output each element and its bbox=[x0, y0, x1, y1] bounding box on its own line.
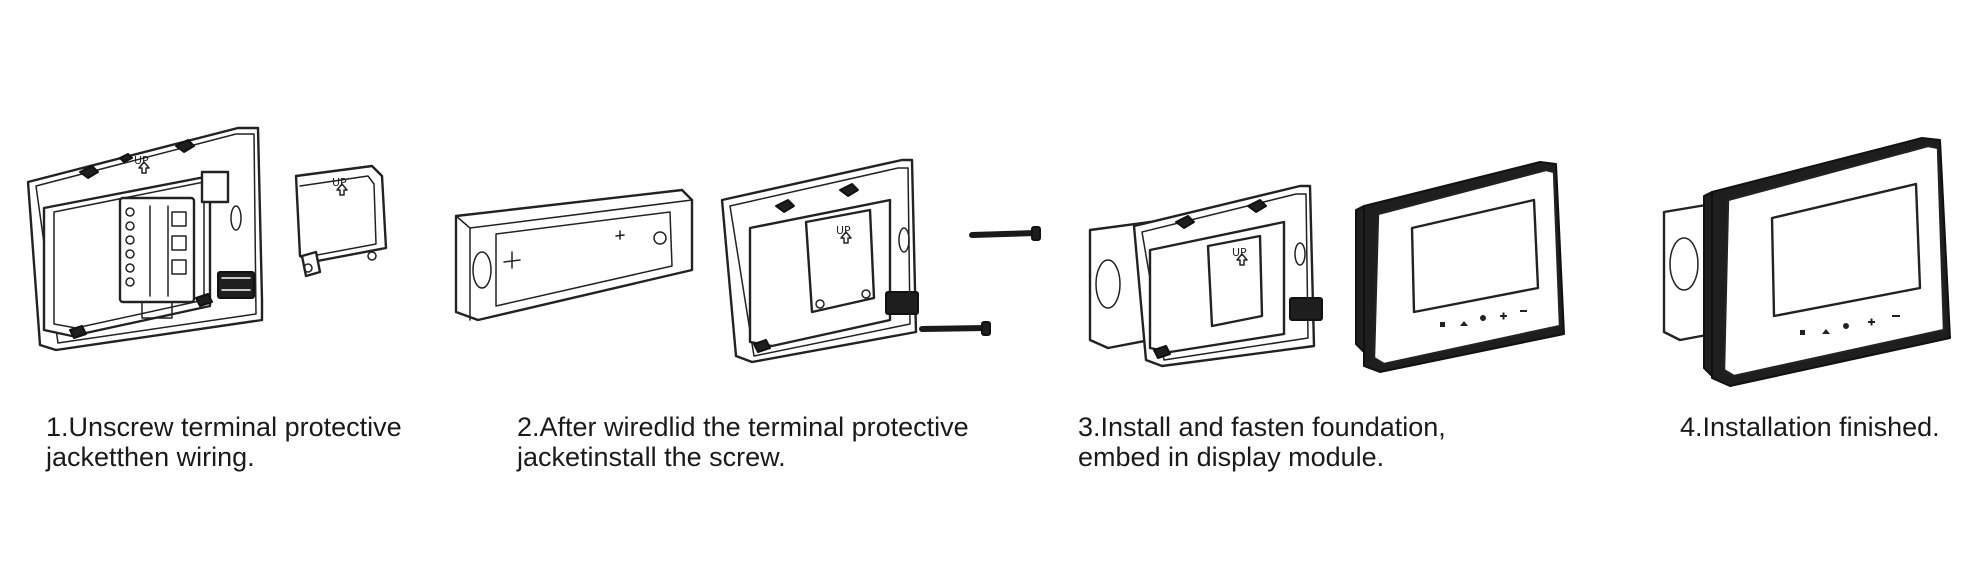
step3-caption: 3.Install and fasten foundation, embed i… bbox=[1078, 412, 1446, 472]
step3-illustration: UP bbox=[1088, 161, 1565, 373]
step2-caption-line2: jacketinstall the screw. bbox=[517, 442, 786, 472]
installation-illustrations: UP UP bbox=[26, 126, 1951, 387]
step1-caption: 1.Unscrew terminal protective jacketthen… bbox=[46, 412, 402, 472]
step2-caption: 2.After wiredlid the terminal protective… bbox=[517, 412, 969, 472]
step4-illustration bbox=[1662, 137, 1951, 387]
screw-icon bbox=[969, 226, 1041, 241]
finished-display-keys bbox=[1800, 315, 1900, 335]
step1-illustration: UP UP bbox=[26, 126, 388, 352]
step1-caption-line1: 1.Unscrew terminal protective bbox=[46, 412, 402, 442]
step4-caption-line1: 4.Installation finished. bbox=[1680, 412, 1940, 442]
step1-caption-line2: jacketthen wiring. bbox=[46, 442, 255, 472]
step2-illustration: UP bbox=[454, 158, 1041, 364]
step2-caption-line1: 2.After wiredlid the terminal protective bbox=[517, 412, 969, 442]
display-keys bbox=[1440, 310, 1527, 327]
screw-icon bbox=[919, 321, 991, 336]
step3-caption-line1: 3.Install and fasten foundation, bbox=[1078, 412, 1446, 442]
step4-caption: 4.Installation finished. bbox=[1680, 412, 1940, 442]
step3-caption-line2: embed in display module. bbox=[1078, 442, 1385, 472]
display-module bbox=[1355, 161, 1565, 373]
terminal-screws bbox=[125, 205, 187, 297]
